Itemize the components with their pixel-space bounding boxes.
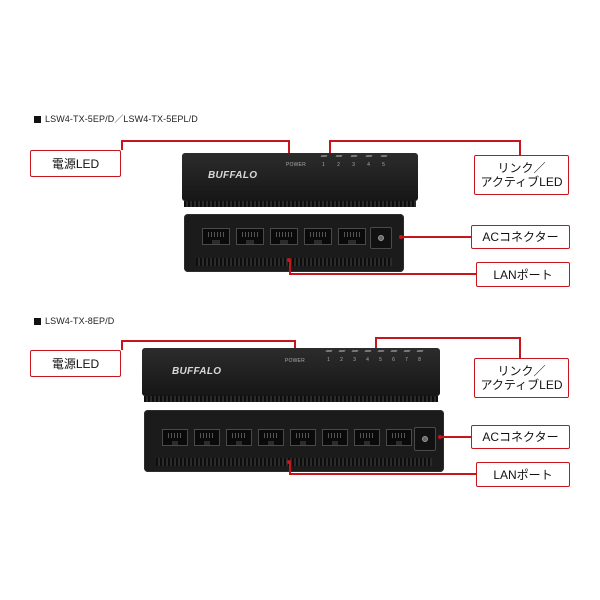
led-4: 4 [361,350,374,363]
leader-line [440,436,471,438]
callout-link-led-1: リンク／アクティブLED [474,155,569,195]
switch-8port-front-view [144,410,444,472]
front-vents [196,258,392,266]
lan-port-icon [290,429,316,446]
lan-port-icon [322,429,348,446]
square-bullet-icon [34,115,41,123]
led-8: 8 [413,350,426,363]
section-title-text: LSW4-TX-5EP/D／LSW4-TX-5EPL/D [45,114,198,124]
leader-line [401,236,471,238]
leader-line [519,337,521,358]
callout-ac-connector-1: ACコネクター [471,225,570,249]
callout-power-led-1: 電源LED [30,150,121,177]
led-2: 2 [331,155,346,168]
leader-line [289,473,476,475]
section-title-text: LSW4-TX-8EP/D [45,316,115,326]
lan-port-icon [194,429,220,446]
power-label: POWER [285,358,305,364]
link-led-row: 1 2 3 4 5 6 7 8 [322,350,426,363]
callout-ac-connector-2: ACコネクター [471,425,570,449]
leader-line [289,260,291,274]
lan-ports [162,429,418,446]
section-title-5port: LSW4-TX-5EP/D／LSW4-TX-5EPL/D [34,112,198,125]
led-4: 4 [361,155,376,168]
leader-line [288,140,290,153]
callout-power-led-2: 電源LED [30,350,121,377]
callout-link-led-2: リンク／アクティブLED [474,358,569,398]
lan-port-icon [386,429,412,446]
led-5: 5 [374,350,387,363]
switch-8port-top-view: BUFFALO POWER 1 2 3 4 5 6 7 8 [142,348,440,396]
buffalo-logo: BUFFALO [172,366,222,377]
switch-5port-front-view [184,214,404,272]
led-6: 6 [387,350,400,363]
leader-line [289,273,476,275]
lan-port-icon [236,228,264,245]
led-3: 3 [346,155,361,168]
leader-line [121,340,295,342]
leader-line [121,340,123,350]
callout-lan-port-2: LANポート [476,462,570,487]
lan-ports [202,228,372,245]
led-7: 7 [400,350,413,363]
leader-line [294,340,296,348]
lan-port-icon [162,429,188,446]
led-2: 2 [335,350,348,363]
link-led-row: 1 2 3 4 5 [316,155,391,168]
lan-port-icon [258,429,284,446]
ac-connector-icon [370,227,392,249]
lan-port-icon [202,228,230,245]
lan-port-icon [270,228,298,245]
switch-5port-top-view: BUFFALO POWER 1 2 3 4 5 [182,153,418,201]
square-bullet-icon [34,317,41,325]
leader-line [519,140,521,155]
buffalo-logo: BUFFALO [208,170,258,181]
led-1: 1 [316,155,331,168]
leader-line [289,462,291,474]
leader-line [121,140,289,142]
callout-lan-port-1: LANポート [476,262,570,287]
front-vents [156,458,432,466]
led-3: 3 [348,350,361,363]
ac-connector-icon [414,427,436,451]
lan-port-icon [338,228,366,245]
top-vents [184,201,416,207]
lan-port-icon [354,429,380,446]
led-1: 1 [322,350,335,363]
lan-port-icon [304,228,332,245]
leader-line [375,337,377,348]
leader-line [329,140,331,153]
lan-port-icon [226,429,252,446]
top-vents [144,396,438,402]
leader-line [329,140,520,142]
led-5: 5 [376,155,391,168]
leader-line [121,140,123,150]
leader-line [375,337,520,339]
section-title-8port: LSW4-TX-8EP/D [34,316,114,326]
power-label: POWER [286,162,306,168]
